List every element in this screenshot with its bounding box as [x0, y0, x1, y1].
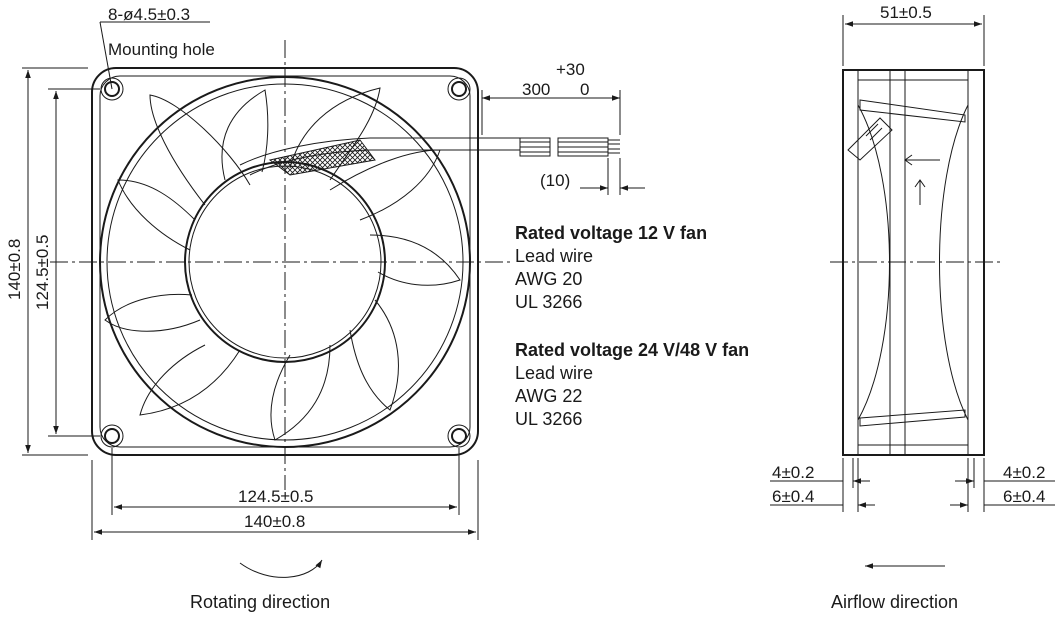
lead-wire [239, 137, 620, 176]
spec-24v-line-2: AWG 22 [515, 386, 582, 406]
spec-12v-line-2: AWG 20 [515, 269, 582, 289]
wire-length: 300 [522, 80, 550, 99]
airflow-direction-label: Airflow direction [831, 592, 958, 612]
right-inner-dim: 4±0.2 [1003, 463, 1045, 482]
side-view: 51±0.5 4±0.2 6±0.4 4±0.2 6±0.4 Airflow d… [770, 3, 1055, 612]
spec-block-12v: Rated voltage 12 V fan Lead wire AWG 20 … [515, 223, 707, 312]
height-outer-dim: 140±0.8 [5, 239, 24, 300]
left-outer-dim: 6±0.4 [772, 487, 814, 506]
rotation-arrow-icon [239, 559, 323, 578]
front-view: +30 300 0 (10) 8-ø4.5±0.3 Mounting hole … [5, 5, 645, 612]
spec-24v-title: Rated voltage 24 V/48 V fan [515, 340, 749, 360]
spec-12v-line-1: Lead wire [515, 246, 593, 266]
spec-block-24v-48v: Rated voltage 24 V/48 V fan Lead wire AW… [515, 340, 749, 429]
left-inner-dim: 4±0.2 [772, 463, 814, 482]
spec-12v-line-3: UL 3266 [515, 292, 582, 312]
wire-strip-length: (10) [540, 171, 570, 190]
rotating-direction-label: Rotating direction [190, 592, 330, 612]
mounting-hole-label: Mounting hole [108, 40, 215, 59]
mounting-hole-dim: 8-ø4.5±0.3 [108, 5, 190, 24]
height-pitch-dim: 124.5±0.5 [33, 234, 52, 310]
wire-tol-lower: 0 [580, 80, 589, 99]
spec-24v-line-1: Lead wire [515, 363, 593, 383]
wire-tol-upper: +30 [556, 60, 585, 79]
depth-dim: 51±0.5 [880, 3, 932, 22]
width-pitch-dim: 124.5±0.5 [238, 487, 314, 506]
mounting-hole-icon [100, 77, 471, 448]
width-outer-dim: 140±0.8 [244, 512, 305, 531]
spec-12v-title: Rated voltage 12 V fan [515, 223, 707, 243]
spec-24v-line-3: UL 3266 [515, 409, 582, 429]
fan-venturi [99, 76, 471, 448]
right-outer-dim: 6±0.4 [1003, 487, 1045, 506]
